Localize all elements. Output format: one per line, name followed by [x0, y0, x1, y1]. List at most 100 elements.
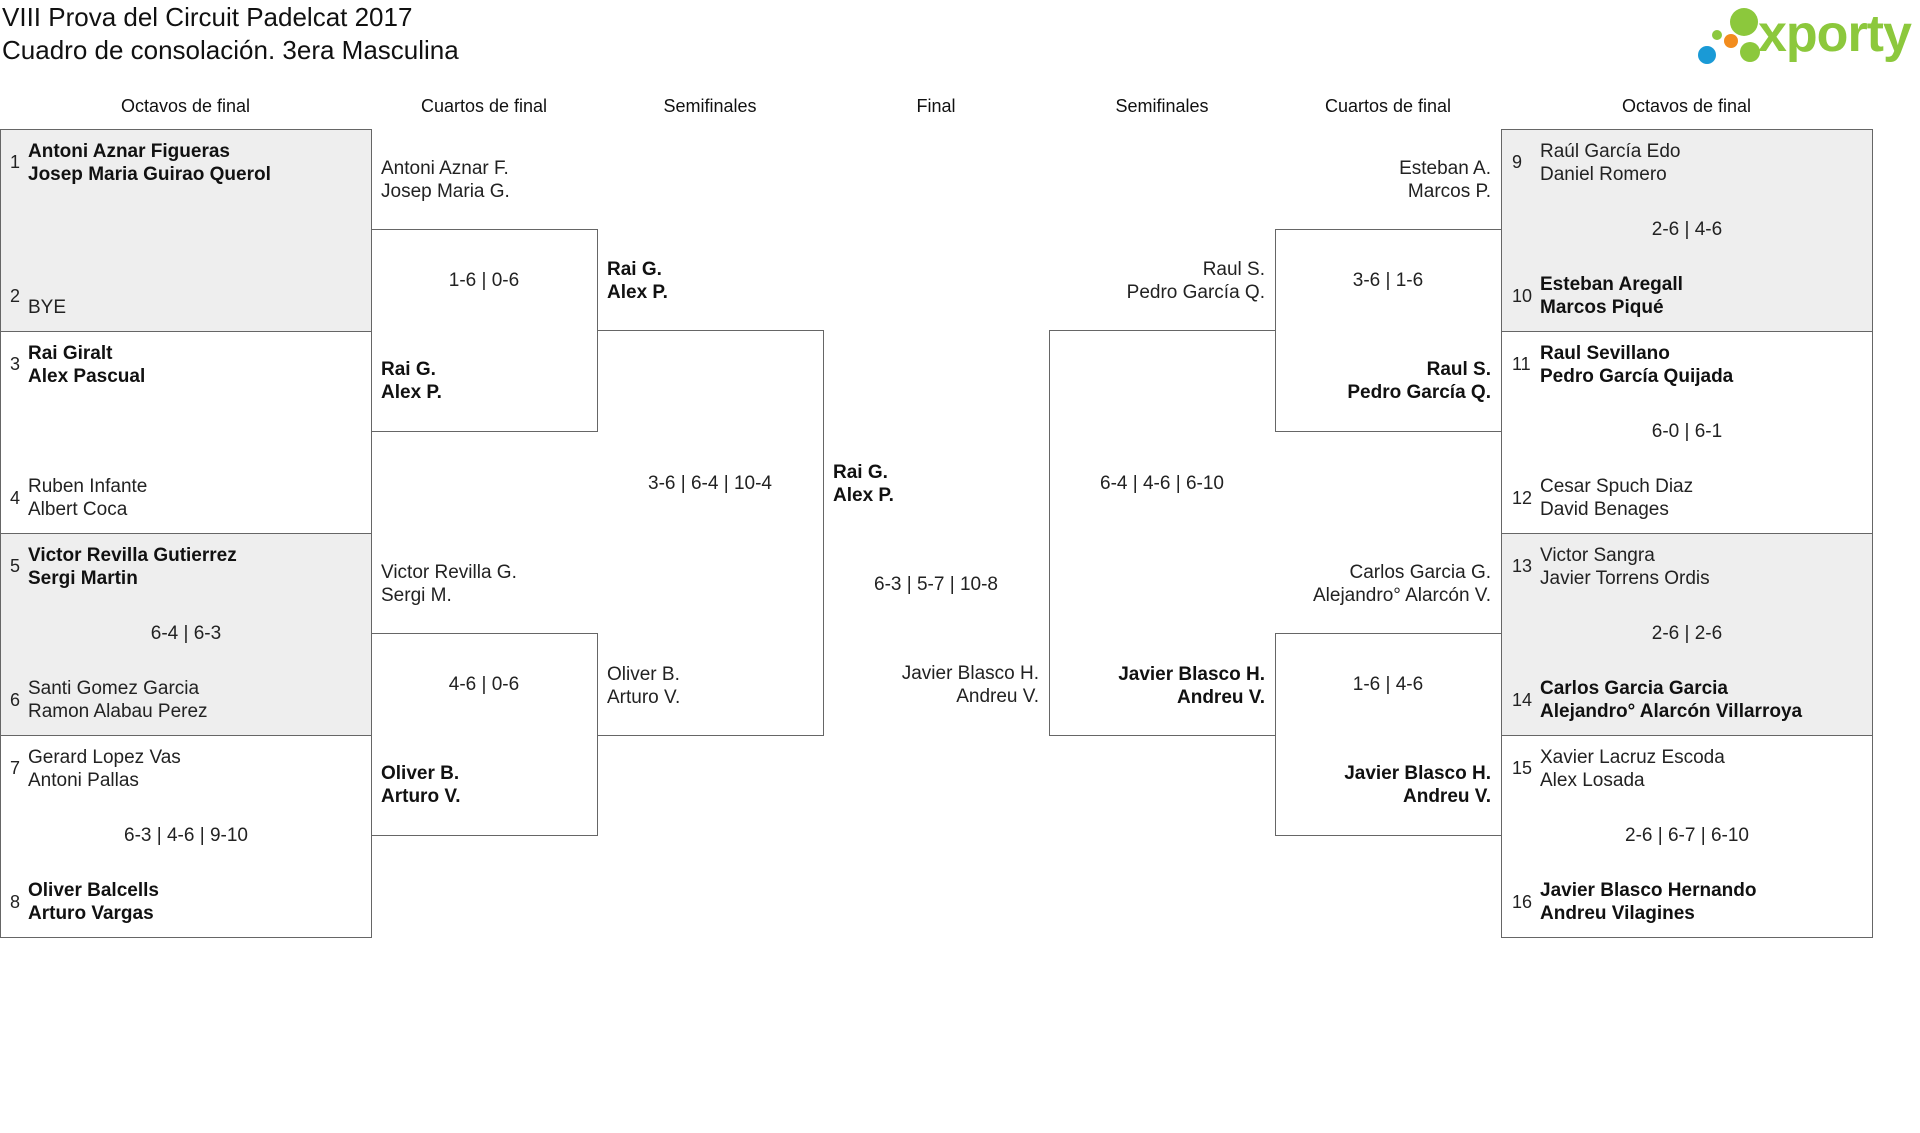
team-name: Alex Losada: [1540, 770, 1645, 791]
team-name: Raul Sevillano: [1540, 343, 1670, 364]
logo-dot-icon: [1698, 46, 1716, 64]
seed-number: 8: [10, 892, 21, 912]
page-subtitle: Cuadro de consolación. 3era Masculina: [2, 35, 459, 65]
match-score: 2-6 | 4-6: [1651, 219, 1723, 240]
team-name: Alex P.: [607, 282, 668, 303]
team-name: Javier Blasco H.: [1118, 664, 1265, 685]
team-name: Santi Gomez Garcia: [28, 678, 200, 699]
seed-number: 3: [10, 354, 21, 374]
seed-number: 4: [10, 488, 21, 508]
logo-dot-icon: [1740, 42, 1760, 62]
team-name: Javier Blasco Hernando: [1540, 880, 1757, 901]
team-name: Esteban Aregall: [1540, 274, 1683, 295]
team-name: Victor Revilla Gutierrez: [28, 545, 237, 566]
team-name: Pedro García Quijada: [1540, 366, 1734, 387]
team-name: Andreu Vilagines: [1540, 903, 1695, 924]
team-name: Raúl García Edo: [1540, 141, 1681, 162]
match-score: 1-6 | 4-6: [1352, 674, 1424, 695]
qf-connector-left: [371, 633, 598, 836]
team-name: Alex P.: [833, 485, 894, 506]
team-name: Sergi Martin: [28, 568, 138, 589]
seed-number: 2: [10, 286, 21, 306]
team-name: Oliver B.: [381, 763, 460, 784]
team-name: Carlos Garcia Garcia: [1540, 678, 1728, 699]
r16-match-left: [0, 533, 372, 736]
seed-number: 11: [1512, 354, 1531, 374]
r16-match-left: [0, 129, 372, 332]
team-name: Rai G.: [833, 462, 888, 483]
r16-match-right: [1501, 533, 1873, 736]
logo-text: xporty: [1758, 5, 1912, 63]
team-name: Raul S.: [1426, 359, 1491, 380]
sf-connector-right: [1049, 330, 1276, 736]
match-score: 4-6 | 0-6: [448, 674, 520, 695]
team-name: Esteban A.: [1399, 158, 1491, 179]
team-name: Andreu V.: [1403, 786, 1491, 807]
team-name: Marcos P.: [1407, 181, 1491, 202]
team-name: Antoni Pallas: [28, 770, 139, 791]
team-name: Pedro García Q.: [1347, 382, 1491, 403]
team-name: Rai G.: [381, 359, 436, 380]
match-score: 2-6 | 2-6: [1651, 623, 1723, 644]
logo-dot-icon: [1724, 34, 1738, 48]
match-score: 6-4 | 6-3: [150, 623, 222, 644]
seed-number: 14: [1512, 690, 1533, 710]
team-name: Javier Blasco H.: [901, 663, 1039, 684]
team-name: Alex Pascual: [28, 366, 146, 387]
team-name: Alejandro° Alarcón Villarroya: [1540, 701, 1803, 722]
team-name: Josep Maria Guirao Querol: [28, 164, 271, 185]
team-name: Antoni Aznar Figueras: [28, 141, 230, 162]
team-name: Raul S.: [1202, 259, 1265, 280]
seed-number: 10: [1512, 286, 1533, 306]
team-name: Arturo V.: [607, 687, 681, 708]
seed-number: 5: [10, 556, 21, 576]
team-name: BYE: [28, 297, 67, 318]
team-name: Javier Blasco H.: [1344, 763, 1491, 784]
match-score: 3-6 | 1-6: [1352, 270, 1424, 291]
team-name: Gerard Lopez Vas: [28, 747, 181, 768]
r16-match-right: [1501, 735, 1873, 938]
round-header-right-r16: Octavos de final: [1621, 96, 1752, 116]
team-name: Alejandro° Alarcón V.: [1312, 585, 1491, 606]
team-name: Ramon Alabau Perez: [28, 701, 208, 722]
team-name: Arturo V.: [381, 786, 461, 807]
team-name: Arturo Vargas: [28, 903, 154, 924]
team-name: Albert Coca: [28, 499, 128, 520]
match-score: 6-4 | 4-6 | 6-10: [1100, 473, 1224, 494]
match-score: 6-3 | 4-6 | 9-10: [124, 825, 248, 846]
seed-number: 6: [10, 690, 21, 710]
seed-number: 7: [10, 758, 21, 778]
team-name: Rai Giralt: [28, 343, 113, 364]
team-name: Victor Revilla G.: [381, 562, 517, 583]
sf-connector-left: [597, 330, 824, 736]
match-score: 1-6 | 0-6: [448, 270, 520, 291]
logo-dot-icon: [1712, 30, 1722, 40]
team-name: Victor Sangra: [1540, 545, 1655, 566]
match-score: 3-6 | 6-4 | 10-4: [648, 473, 772, 494]
match-score: 6-3 | 5-7 | 10-8: [874, 574, 998, 595]
team-name: Javier Torrens Ordis: [1540, 568, 1710, 589]
round-header-right-qf: Cuartos de final: [1324, 96, 1452, 116]
team-name: Oliver B.: [607, 664, 680, 685]
logo-dot-icon: [1730, 8, 1758, 36]
qf-connector-right: [1275, 633, 1502, 836]
r16-match-left: [0, 735, 372, 938]
seed-number: 15: [1512, 758, 1533, 778]
team-name: Carlos Garcia G.: [1349, 562, 1491, 583]
team-name: Rai G.: [607, 259, 662, 280]
team-name: Daniel Romero: [1540, 164, 1667, 185]
xporty-logo: xporty: [1694, 2, 1920, 68]
r16-match-right: [1501, 129, 1873, 332]
team-name: Xavier Lacruz Escoda: [1540, 747, 1725, 768]
seed-number: 9: [1512, 152, 1523, 172]
team-name: David Benages: [1540, 499, 1669, 520]
round-header-right-sf: Semifinales: [1115, 96, 1209, 116]
team-name: Ruben Infante: [28, 476, 148, 497]
team-name: Antoni Aznar F.: [381, 158, 509, 179]
team-name: Andreu V.: [956, 686, 1039, 707]
seed-number: 13: [1512, 556, 1533, 576]
round-header-left-r16: Octavos de final: [120, 96, 251, 116]
match-score: 2-6 | 6-7 | 6-10: [1625, 825, 1749, 846]
team-name: Sergi M.: [381, 585, 452, 606]
team-name: Josep Maria G.: [381, 181, 510, 202]
